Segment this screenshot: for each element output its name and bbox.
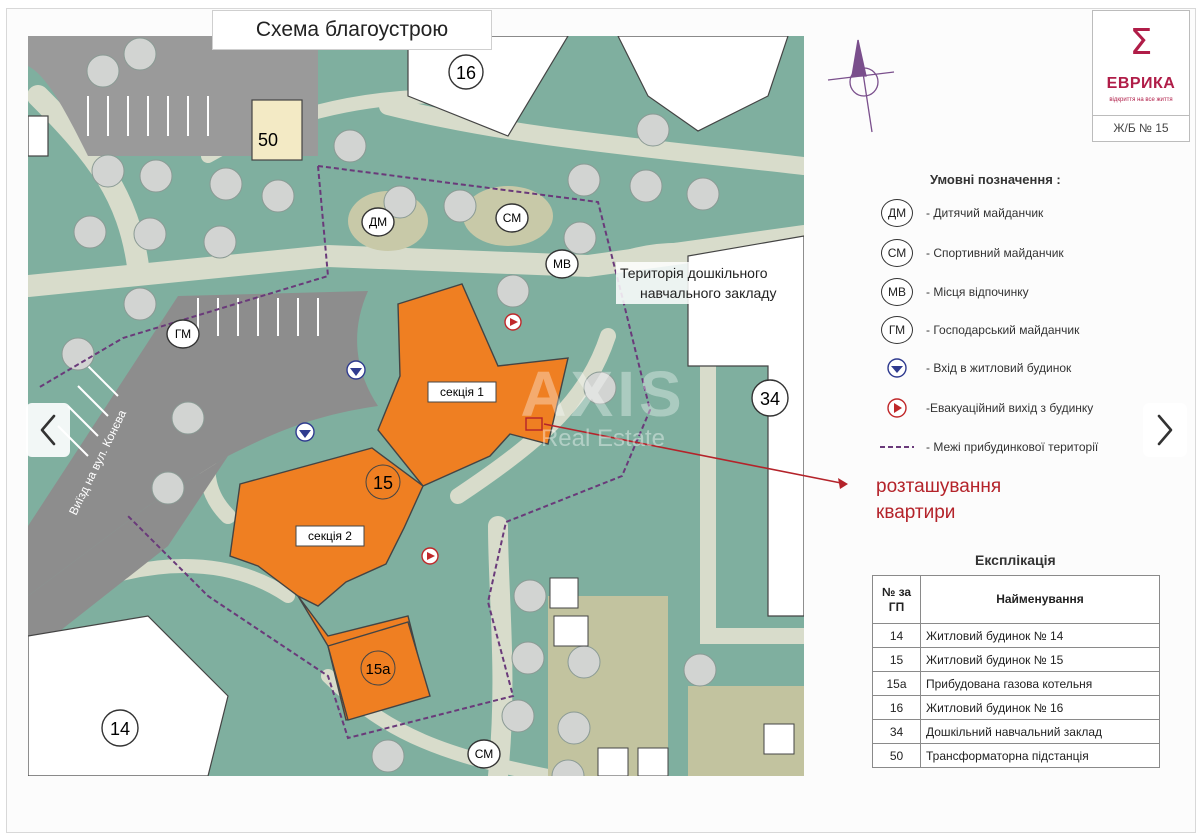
explication-header-num: № за ГП — [872, 575, 921, 624]
legend-item-evacuation: -Евакуаційний вихід з будинку — [878, 393, 1158, 423]
evacuation-exit-icon — [887, 398, 907, 418]
legend-item-mv: МВ - Місця відпочинку — [878, 277, 1158, 307]
label-building-16: 16 — [456, 63, 476, 83]
trees — [61, 37, 720, 776]
legend-item-sm: СМ - Спортивний майданчик — [878, 238, 1158, 268]
explication-header-name: Найменування — [920, 575, 1160, 624]
svg-text:Територія дошкільного: Територія дошкільного — [620, 265, 768, 281]
marker-sm: СМ — [503, 211, 522, 225]
label-section-1: секція 1 — [440, 385, 484, 399]
label-building-15: 15 — [373, 473, 393, 493]
boundary-line-icon — [880, 446, 914, 448]
kindergarten-sheds — [549, 577, 795, 776]
label-building-15a: 15а — [365, 661, 391, 678]
neighbor-buildings — [28, 36, 804, 776]
site-plan-map: ДМ СМ МВ ГМ СМ 16 50 34 14 15 15а секція… — [28, 36, 804, 776]
map-markers: ДМ СМ МВ ГМ СМ — [166, 203, 579, 769]
previous-image-button[interactable] — [26, 403, 70, 457]
label-building-14: 14 — [110, 719, 130, 739]
next-image-button[interactable] — [1143, 403, 1187, 457]
legend-item-entrance: - Вхід в житловий будинок — [878, 353, 1158, 383]
marker-dm: ДМ — [369, 215, 387, 229]
apartment-location-callout: розташування квартири — [876, 476, 1002, 523]
legend-symbol-mv: МВ — [881, 278, 913, 306]
legend-symbol-dm: ДМ — [881, 199, 913, 227]
evacuation-exit-icons — [421, 313, 522, 565]
entrance-icon — [887, 358, 907, 378]
label-building-34: 34 — [760, 389, 780, 409]
plan-title: Схема благоустрою — [212, 10, 492, 50]
apartment-location-marker — [525, 417, 543, 431]
chevron-left-icon — [40, 414, 56, 446]
section-labels: секція 1 секція 2 — [295, 381, 497, 547]
marker-sm-2: СМ — [475, 747, 494, 761]
svg-text:навчального закладу: навчального закладу — [640, 285, 776, 301]
project-code: Ж/Б № 15 — [1113, 121, 1169, 135]
marker-mv: МВ — [553, 257, 571, 271]
kindergarten-label: Територія дошкільного навчального заклад… — [616, 262, 792, 304]
legend-title: Умовні позначення : — [930, 172, 1061, 187]
explication-title: Експлікація — [975, 552, 1056, 568]
legend-item-boundary: - Межі прибудинкової території — [878, 432, 1158, 462]
label-building-50: 50 — [258, 130, 278, 150]
chevron-right-icon — [1157, 414, 1173, 446]
entrance-icons — [295, 360, 366, 442]
legend-symbol-sm: СМ — [881, 239, 913, 267]
marker-gm: ГМ — [175, 327, 191, 341]
legend-symbol-gm: ГМ — [881, 316, 913, 344]
logo-name: ЕВРИКА — [1106, 75, 1176, 92]
sigma-logo-icon: Σ — [1129, 22, 1153, 63]
logo-slogan: відкриття на все життя — [1109, 97, 1173, 103]
building-numbers: 16 50 34 14 15 15а — [101, 54, 789, 747]
legend-item-gm: ГМ - Господарський майданчик — [878, 315, 1158, 345]
north-arrow-icon — [827, 39, 895, 133]
label-section-2: секція 2 — [308, 529, 352, 543]
company-logo: Σ ЕВРИКА відкриття на все життя Ж/Б № 15 — [1092, 10, 1190, 142]
legend-item-dm: ДМ - Дитячий майданчик — [878, 198, 1158, 228]
